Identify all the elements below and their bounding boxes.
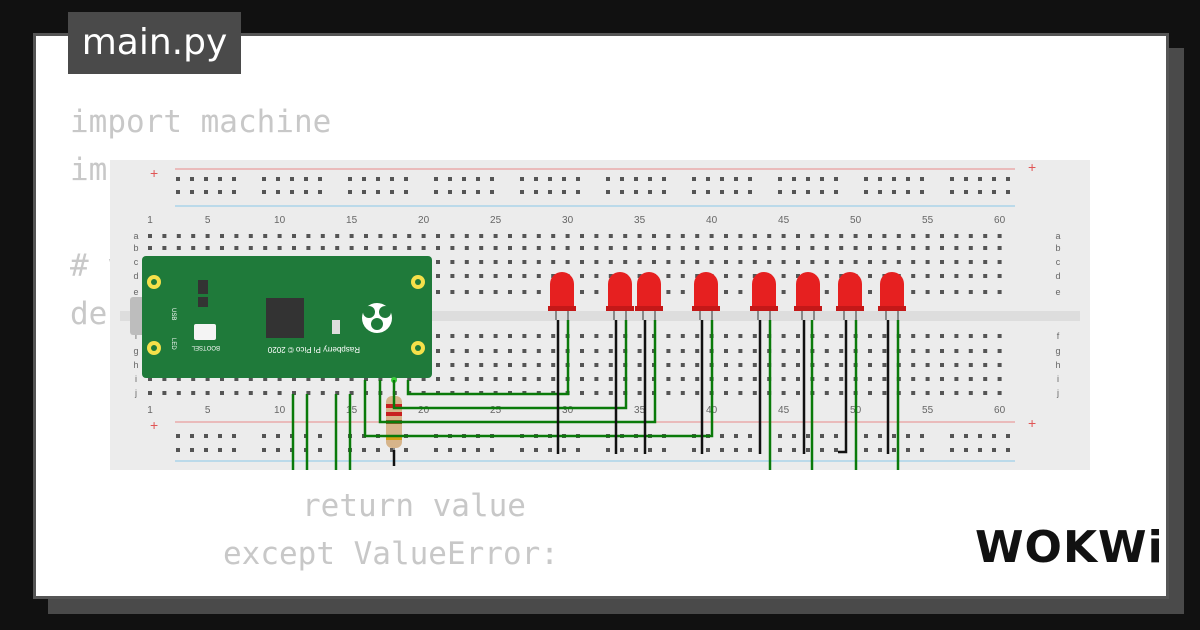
rail-plus-label-bottom-right: +	[1028, 415, 1036, 431]
row-letter: d	[1055, 271, 1060, 281]
red-led[interactable]	[794, 272, 822, 320]
rail-plus-label-bottom: +	[150, 417, 158, 433]
column-number: 30	[562, 405, 574, 416]
red-led[interactable]	[750, 272, 778, 320]
leds	[548, 272, 906, 320]
column-number: 45	[778, 405, 790, 416]
raspberry-pi-pico[interactable]: Raspberry Pi Pico © 2020 USB LED BOOTSEL	[130, 256, 432, 378]
column-number: 20	[418, 405, 430, 416]
row-letter: f	[1057, 331, 1060, 341]
column-number: 55	[922, 405, 934, 416]
red-led[interactable]	[878, 272, 906, 320]
bootsel-label: BOOTSEL	[191, 344, 220, 350]
column-number: 60	[994, 215, 1006, 226]
row-letter: a	[1055, 231, 1060, 241]
column-number: 35	[634, 405, 646, 416]
column-number: 40	[706, 215, 718, 226]
code-line: import machine	[70, 104, 332, 140]
code-line: except ValueError:	[223, 536, 559, 572]
column-number: 55	[922, 215, 934, 226]
column-number: 10	[274, 405, 286, 416]
row-letter: j	[134, 388, 137, 398]
column-number: 1	[147, 405, 153, 416]
row-letter: i	[135, 374, 137, 384]
row-letter: g	[1055, 346, 1060, 356]
rail-plus-label-right: +	[1028, 160, 1036, 175]
rail-plus-label: +	[150, 165, 158, 181]
wires	[291, 320, 900, 470]
row-letter: i	[1057, 374, 1059, 384]
column-number: 60	[994, 405, 1006, 416]
column-number: 35	[634, 215, 646, 226]
row-letter: h	[1055, 360, 1060, 370]
column-number: 1	[147, 215, 153, 226]
column-number: 25	[490, 405, 502, 416]
red-led[interactable]	[836, 272, 864, 320]
column-number: 25	[490, 215, 502, 226]
column-number: 5	[205, 215, 211, 226]
column-number: 20	[418, 215, 430, 226]
row-letter: b	[133, 243, 138, 253]
column-number: 10	[274, 215, 286, 226]
column-number: 50	[850, 215, 862, 226]
usb-label: USB	[170, 308, 176, 320]
code-line: return value	[302, 488, 526, 524]
file-tab[interactable]: main.py	[68, 12, 241, 74]
rp2040-chip	[266, 298, 304, 338]
bootsel-button[interactable]	[194, 324, 216, 340]
row-letter: a	[133, 231, 138, 241]
column-number: 5	[205, 405, 211, 416]
row-letter: d	[133, 271, 138, 281]
column-number: 45	[778, 215, 790, 226]
red-led[interactable]	[606, 272, 634, 320]
pico-brand-text: Raspberry Pi Pico © 2020	[267, 345, 360, 354]
red-led[interactable]	[548, 272, 576, 320]
row-letter: g	[133, 346, 138, 356]
row-letter: f	[135, 331, 138, 341]
circuit-diagram[interactable]: + + + + 11551010151520202525303035354040…	[110, 160, 1090, 470]
row-letter: j	[1056, 388, 1059, 398]
row-letter: e	[1055, 287, 1060, 297]
column-number: 30	[562, 215, 574, 226]
row-letter: h	[133, 360, 138, 370]
column-number: 15	[346, 405, 358, 416]
row-letter: e	[133, 287, 138, 297]
red-led[interactable]	[635, 272, 663, 320]
center-channel	[120, 311, 1080, 321]
red-led[interactable]	[692, 272, 720, 320]
column-number: 15	[346, 215, 358, 226]
led-label: LED	[170, 338, 176, 350]
row-letter: c	[1056, 257, 1061, 267]
wokwi-logo: WOKWi	[975, 522, 1164, 573]
row-letter: c	[134, 257, 139, 267]
row-letter: b	[1055, 243, 1060, 253]
